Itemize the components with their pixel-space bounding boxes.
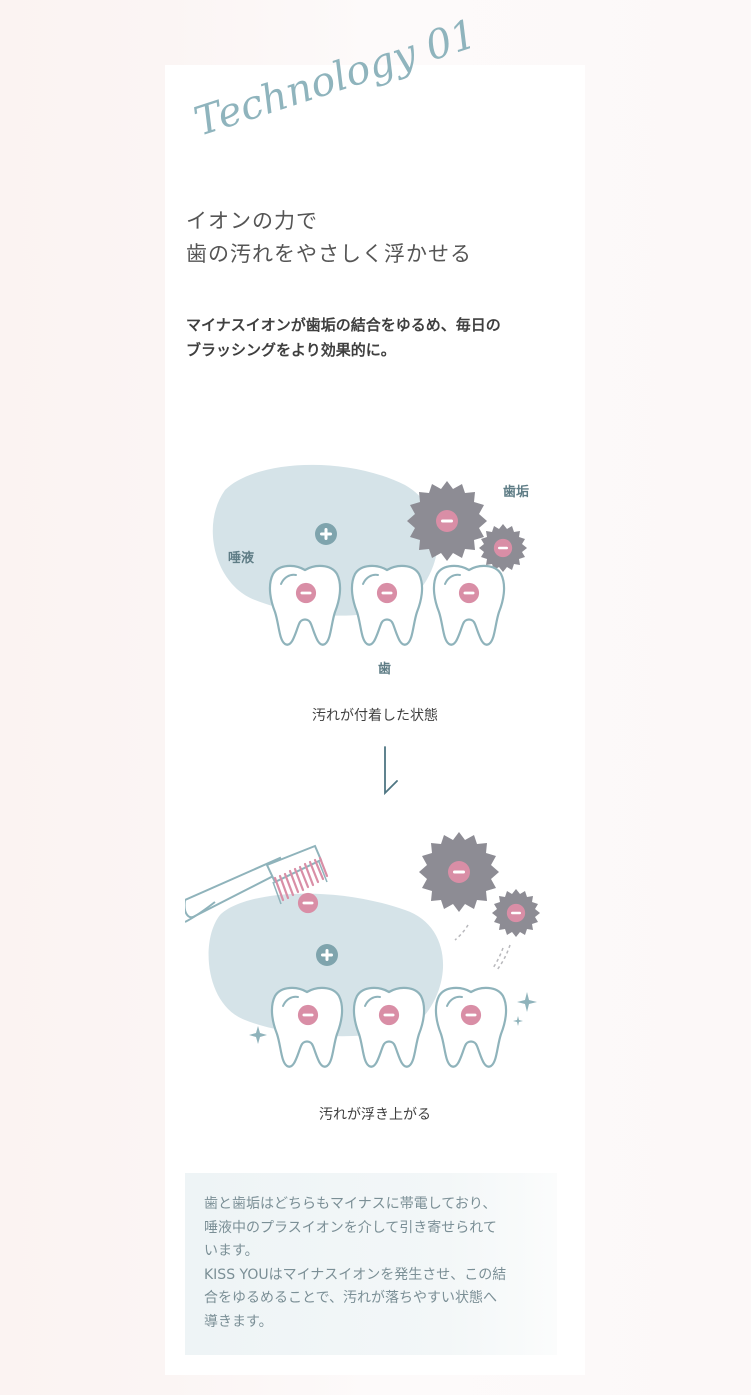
technology-script-title: Technology 01 <box>190 18 470 146</box>
minus-ion-icon <box>378 1004 400 1026</box>
label-teeth: 歯 <box>378 661 391 677</box>
motion-lines <box>454 924 511 971</box>
plaque-small-icon <box>492 889 540 937</box>
plus-ion-icon <box>316 944 338 966</box>
explanation-text: 歯と歯垢はどちらもマイナスに帯電しており、 唾液中のプラスイオンを介して引き寄せ… <box>204 1193 544 1335</box>
tooth-icon <box>432 564 506 646</box>
diagram-plaque-lifted <box>185 832 540 1068</box>
label-saliva: 唾液 <box>228 550 254 566</box>
caption-after: 汚れが浮き上がる <box>319 1107 431 1123</box>
note-line: 歯と歯垢はどちらもマイナスに帯電しており、 <box>204 1196 497 1212</box>
content-card <box>165 65 585 1375</box>
plus-ion-icon <box>315 523 337 545</box>
lead-line-2: ブラッシングをより効果的に。 <box>186 341 396 359</box>
minus-ion-icon <box>297 1004 319 1026</box>
section-headline: イオンの力で 歯の汚れをやさしく浮かせる <box>186 205 472 271</box>
note-line: 合をゆるめることで、汚れが落ちやすい状態へ <box>204 1290 498 1307</box>
toothbrush-icon <box>185 844 329 923</box>
down-arrow-icon <box>384 746 398 796</box>
tooth-icon <box>268 564 342 646</box>
caption-before: 汚れが付着した状態 <box>312 708 438 724</box>
note-line: 導きます。 <box>204 1313 273 1330</box>
minus-ion-icon <box>297 892 319 914</box>
tooth-icon <box>434 986 508 1068</box>
sparkle-icon <box>249 992 537 1044</box>
tooth-icon <box>352 986 426 1068</box>
plaque-large-icon <box>407 481 487 561</box>
lead-text: マイナスイオンが歯垢の結合をゆるめ、毎日の ブラッシングをより効果的に。 <box>186 313 566 363</box>
svg-text:Technology 01: Technology 01 <box>190 18 470 146</box>
plaque-small-icon <box>479 524 527 572</box>
minus-ion-icon <box>295 582 317 604</box>
lead-line-1: マイナスイオンが歯垢の結合をゆるめ、毎日の <box>186 316 501 334</box>
note-line: 唾液中のプラスイオンを介して引き寄せられて <box>204 1219 497 1236</box>
note-line: います。 <box>204 1243 259 1260</box>
minus-ion-icon <box>458 582 480 604</box>
plaque-large-icon <box>419 832 499 912</box>
headline-line-2: 歯の汚れをやさしく浮かせる <box>186 242 472 266</box>
tooth-icon <box>270 986 344 1068</box>
note-line: KISS YOUはマイナスイオンを発生させ、この結 <box>204 1266 507 1283</box>
explanation-box <box>185 1173 557 1355</box>
minus-ion-icon <box>460 1004 482 1026</box>
label-plaque: 歯垢 <box>503 484 529 500</box>
diagram-plaque-attached: 歯垢 唾液 歯 <box>212 464 529 677</box>
minus-ion-icon <box>376 582 398 604</box>
tooth-icon <box>350 564 424 646</box>
headline-line-1: イオンの力で <box>186 209 318 233</box>
